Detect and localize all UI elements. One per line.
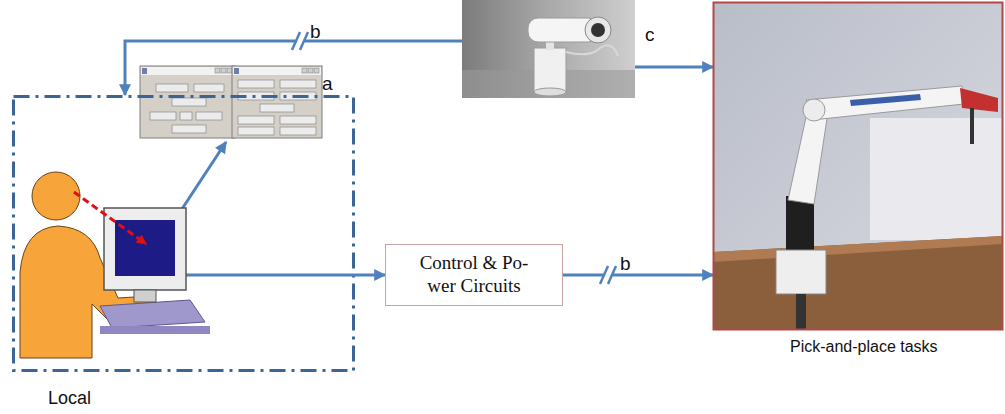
local-region-art [12, 95, 355, 372]
break-mark [292, 32, 300, 50]
connector [355, 275, 385, 276]
region-label: Local [48, 388, 91, 410]
callout-letter: c [645, 24, 655, 47]
connector-line [635, 66, 713, 69]
local-region: Local [12, 95, 355, 372]
callout-letter: a [322, 74, 333, 93]
break-mark [608, 266, 616, 284]
connector-line [355, 274, 385, 277]
connector [563, 266, 713, 284]
connector [125, 32, 462, 95]
photo-caption: Pick-and-place tasks [790, 337, 938, 356]
break-mark [600, 266, 608, 284]
connector [635, 67, 713, 68]
gui-window [232, 66, 322, 138]
box-text: Control & Po- wer Circuits [410, 252, 538, 298]
connector-line [563, 274, 713, 277]
robot-photo-art [713, 2, 1003, 330]
robot-photo: Pick-and-place tasks [713, 2, 1003, 330]
edge-label: b [310, 22, 321, 41]
leader-arrow [180, 142, 226, 212]
break-mark [300, 32, 308, 50]
gui-window [140, 66, 235, 138]
webcam-photo: c [462, 0, 635, 98]
webcam-photo-art [462, 0, 635, 98]
edge-label: b [620, 254, 631, 273]
process-box: Control & Po- wer Circuits [385, 244, 563, 306]
